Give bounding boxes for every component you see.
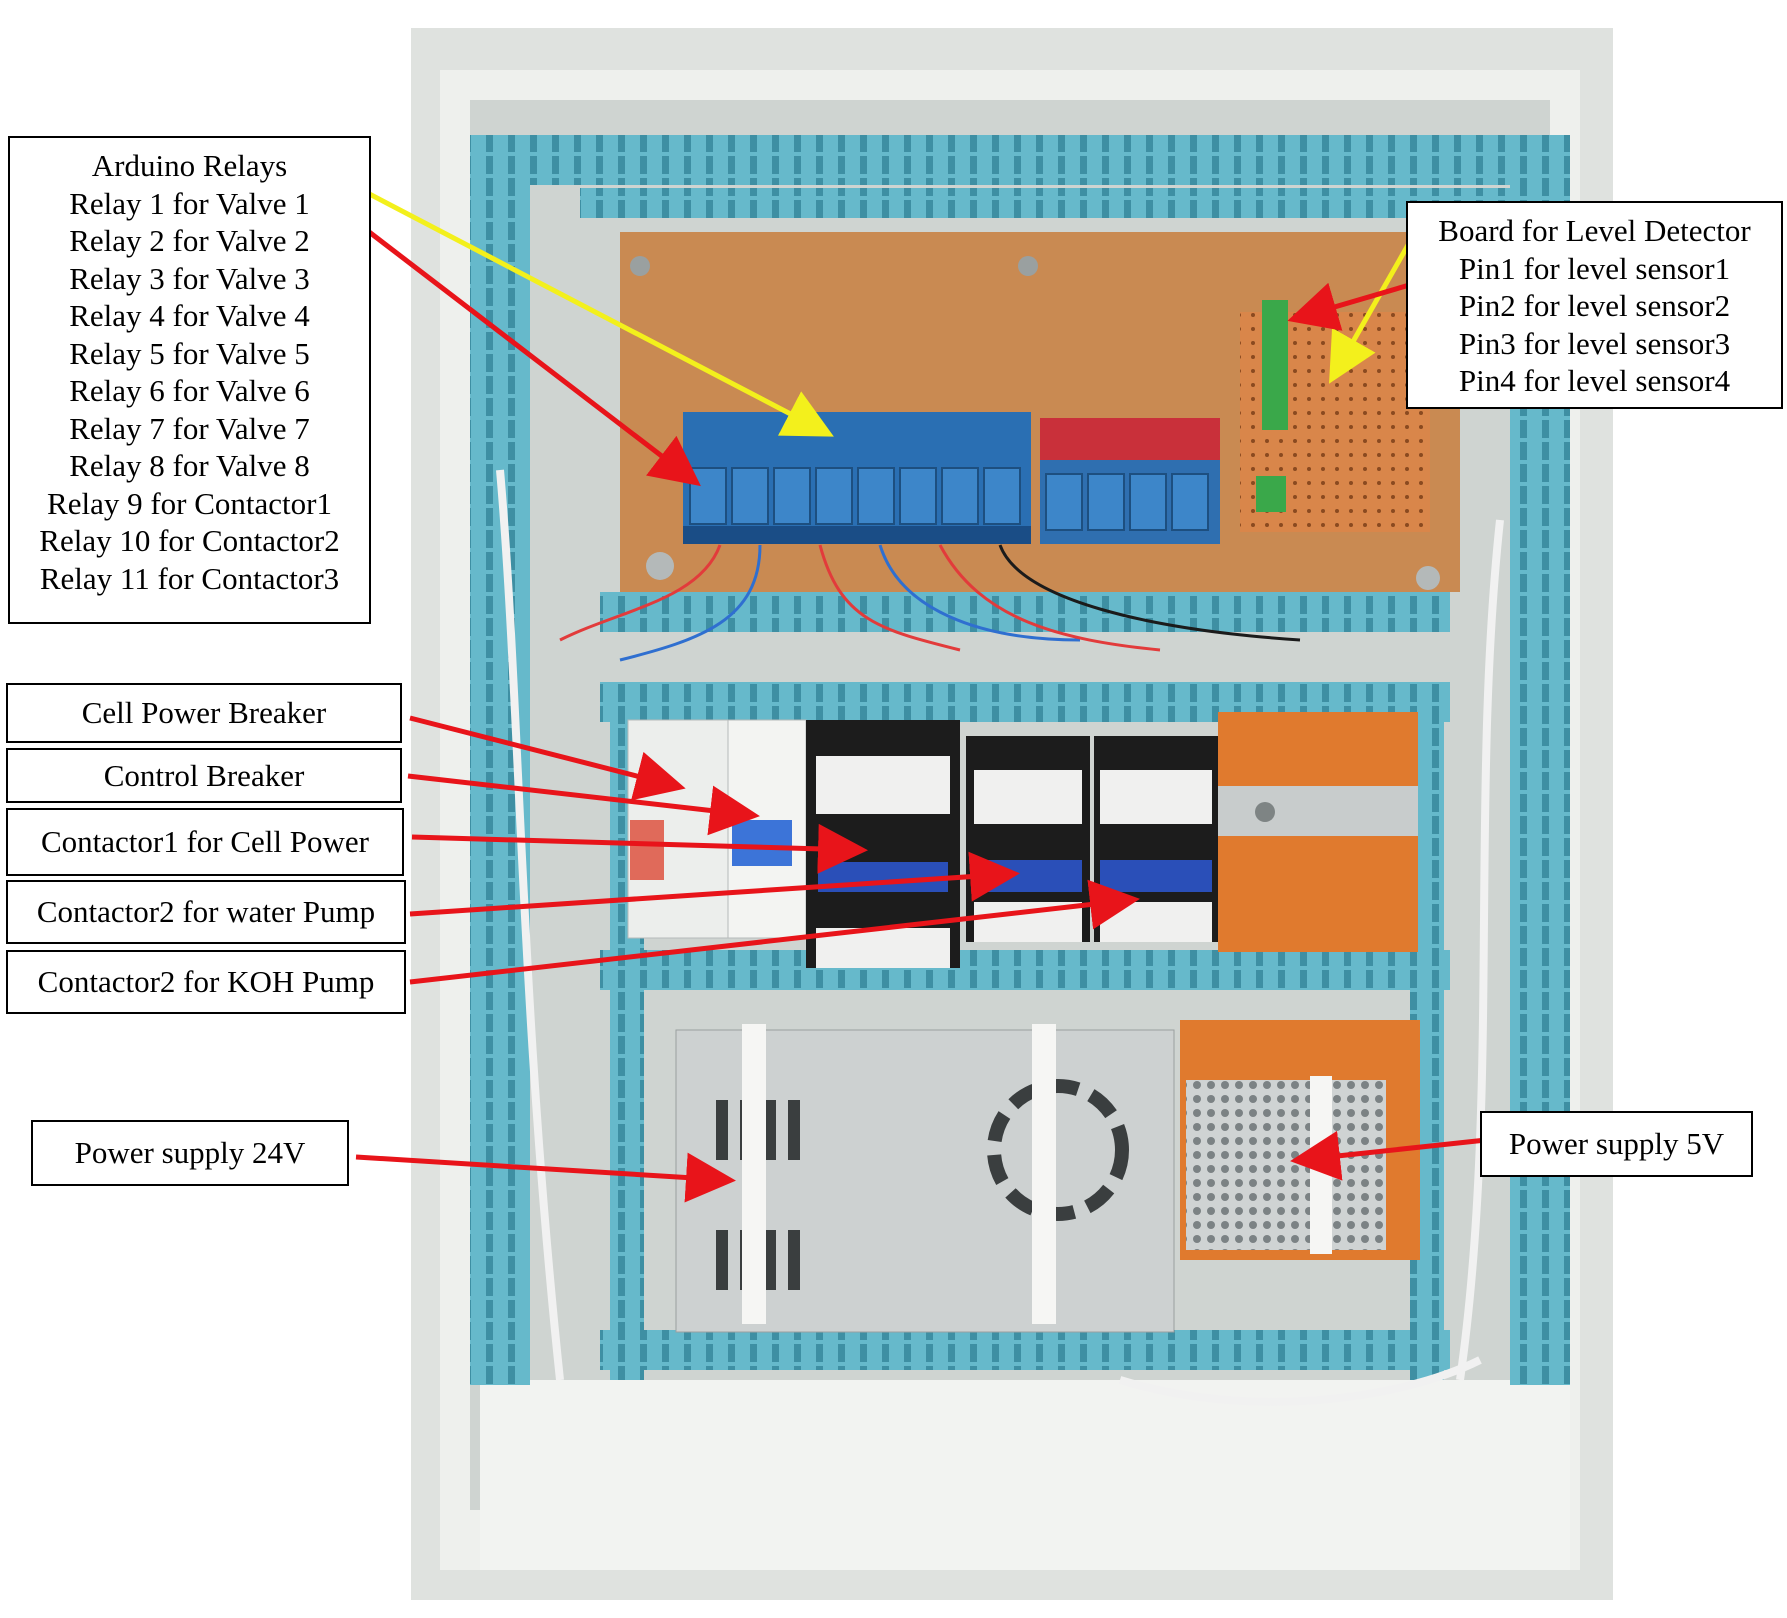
control-breaker-label: Control Breaker [6,748,402,803]
label-line: Relay 1 for Valve 1 [69,185,310,221]
arrow-level-board-yellow [1329,222,1423,384]
label-line: Relay 2 for Valve 2 [69,223,310,258]
power-supply-5v-label: Power supply 5V [1480,1111,1753,1177]
arduino-relays-label: Arduino Relays Relay 1 for Valve 1 Relay… [8,136,371,624]
label-line: Relay 9 for Contactor1 [47,485,332,521]
label-line: Board for Level Detector [1438,213,1751,248]
label-line: Pin4 for level sensor4 [1458,363,1731,398]
label-line: Arduino Relays [91,148,288,183]
arrow-power-supply-24v [355,1152,736,1203]
cell-power-breaker-label: Cell Power Breaker [6,683,402,743]
relay-module-8ch [683,412,1031,544]
arrow-relay-board [328,200,701,487]
label-line: Relay 11 for Contactor3 [39,560,340,596]
level-detector-label: Board for Level Detector Pin1 for level … [1406,201,1783,409]
arrow-contactor2-water [409,851,1020,917]
contactor1-label: Contactor1 for Cell Power [6,808,404,876]
label-line: Relay 10 for Contactor2 [39,523,340,558]
arrow-control-breaker [407,773,760,836]
arrow-cell-power-breaker [409,715,686,801]
contactor2-koh-pump-label: Contactor2 for KOH Pump [6,950,406,1014]
arrow-arduino-relays [310,161,834,437]
power-supply-24v-label: Power supply 24V [31,1120,349,1186]
relay-module-4ch [1040,418,1220,544]
power-supply-24v-unit [675,1024,1175,1333]
label-line: Relay 3 for Valve 3 [69,260,310,296]
label-line: Relay 8 for Valve 8 [69,448,310,483]
label-line: Relay 5 for Valve 5 [69,335,310,371]
orange-panel [1218,712,1418,952]
power-supply-5v-unit [1180,1020,1420,1260]
callout-arrows [310,161,1487,1203]
wires [496,469,1504,1406]
arrow-contactor1 [411,823,868,874]
label-line: Relay 6 for Valve 6 [69,373,310,408]
label-line: Relay 4 for Valve 4 [69,298,310,333]
contactor2-water-pump-label: Contactor2 for water Pump [6,880,406,944]
label-line: Pin3 for level sensor3 [1458,325,1731,361]
arrow-contactor2-koh [409,879,1140,985]
arrow-power-supply-5v [1290,1130,1487,1181]
circuit-breakers [627,719,807,939]
level-detector-board [1240,300,1430,532]
label-line: Pin2 for level sensor2 [1458,288,1731,323]
label-line: Relay 7 for Valve 7 [69,410,310,446]
label-line: Pin1 for level sensor1 [1458,250,1731,286]
